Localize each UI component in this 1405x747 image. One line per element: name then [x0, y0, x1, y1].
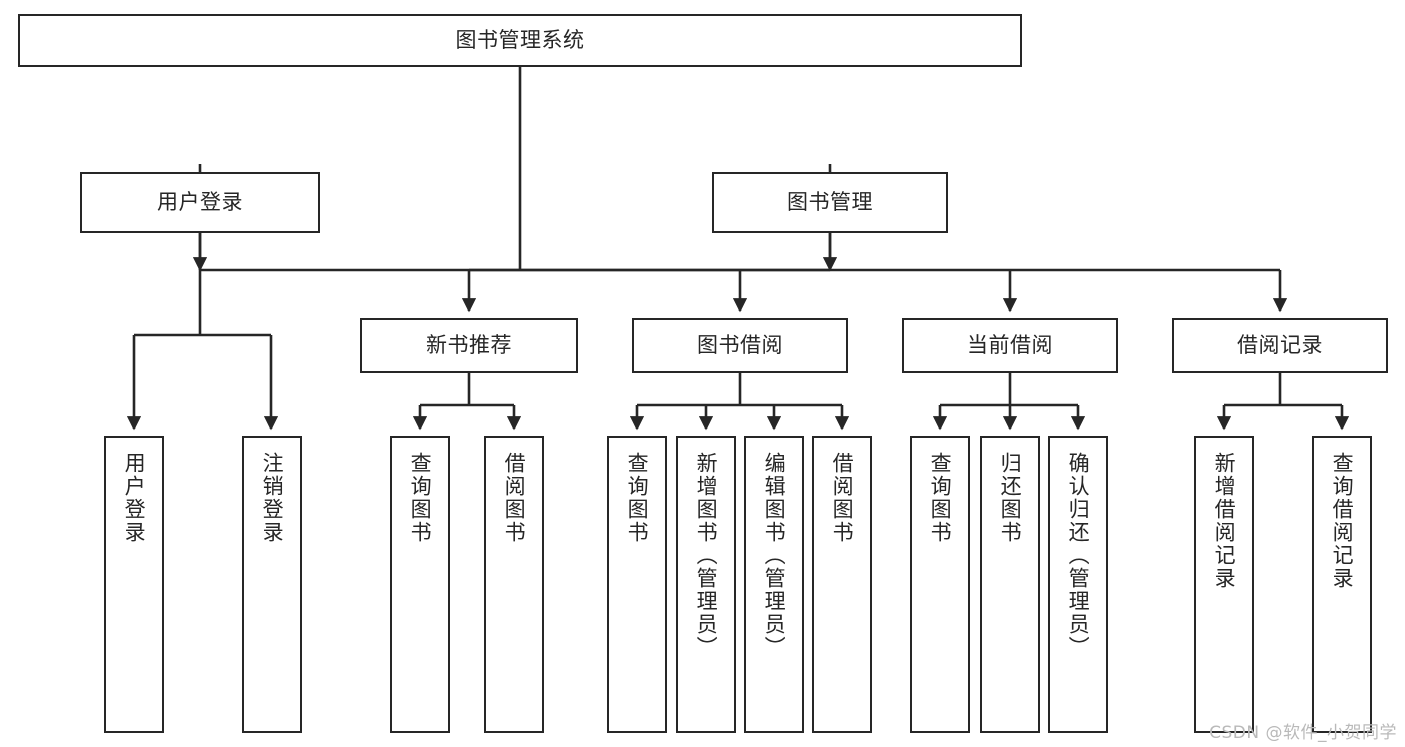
node-new-book-recommend[interactable]: 新书推荐 — [360, 318, 578, 373]
node-label: 新增借阅记录 — [1212, 452, 1237, 590]
node-label: 图书管理 — [787, 189, 873, 214]
leaf-borrow-record-query[interactable]: 查询借阅记录 — [1312, 436, 1372, 733]
leaf-current-borrow-return[interactable]: 归还图书 — [980, 436, 1040, 733]
node-label: 编辑图书（管理员） — [762, 452, 787, 659]
leaf-book-borrow-borrow[interactable]: 借阅图书 — [812, 436, 872, 733]
node-label: 借阅图书 — [830, 452, 855, 544]
node-label: 图书借阅 — [697, 332, 783, 357]
node-user-login[interactable]: 用户登录 — [80, 172, 320, 233]
node-book-borrow[interactable]: 图书借阅 — [632, 318, 848, 373]
leaf-current-borrow-confirm[interactable]: 确认归还（管理员） — [1048, 436, 1108, 733]
node-label: 用户登录 — [122, 452, 147, 544]
leaf-book-borrow-add[interactable]: 新增图书（管理员） — [676, 436, 736, 733]
node-label: 归还图书 — [998, 452, 1023, 544]
node-label: 查询借阅记录 — [1330, 452, 1355, 590]
leaf-book-borrow-query[interactable]: 查询图书 — [607, 436, 667, 733]
node-label: 当前借阅 — [967, 332, 1053, 357]
node-label: 图书管理系统 — [455, 27, 585, 52]
leaf-new-book-query[interactable]: 查询图书 — [390, 436, 450, 733]
node-label: 借阅记录 — [1237, 332, 1323, 357]
node-label: 新书推荐 — [426, 332, 512, 357]
node-label: 注销登录 — [260, 452, 285, 544]
node-borrow-record[interactable]: 借阅记录 — [1172, 318, 1388, 373]
leaf-borrow-record-add[interactable]: 新增借阅记录 — [1194, 436, 1254, 733]
node-label: 确认归还（管理员） — [1066, 452, 1091, 659]
node-book-management[interactable]: 图书管理 — [712, 172, 948, 233]
node-label: 借阅图书 — [502, 452, 527, 544]
csdn-watermark: CSDN @软件_小贺同学 — [1209, 723, 1397, 743]
node-label: 查询图书 — [408, 452, 433, 544]
leaf-book-borrow-edit[interactable]: 编辑图书（管理员） — [744, 436, 804, 733]
node-label: 新增图书（管理员） — [694, 452, 719, 659]
node-label: 用户登录 — [157, 189, 243, 214]
leaf-current-borrow-query[interactable]: 查询图书 — [910, 436, 970, 733]
node-label: 查询图书 — [625, 452, 650, 544]
leaf-new-book-borrow[interactable]: 借阅图书 — [484, 436, 544, 733]
node-root-system[interactable]: 图书管理系统 — [18, 14, 1022, 67]
node-current-borrow[interactable]: 当前借阅 — [902, 318, 1118, 373]
node-label: 查询图书 — [928, 452, 953, 544]
leaf-user-login-login[interactable]: 用户登录 — [104, 436, 164, 733]
leaf-user-login-logout[interactable]: 注销登录 — [242, 436, 302, 733]
